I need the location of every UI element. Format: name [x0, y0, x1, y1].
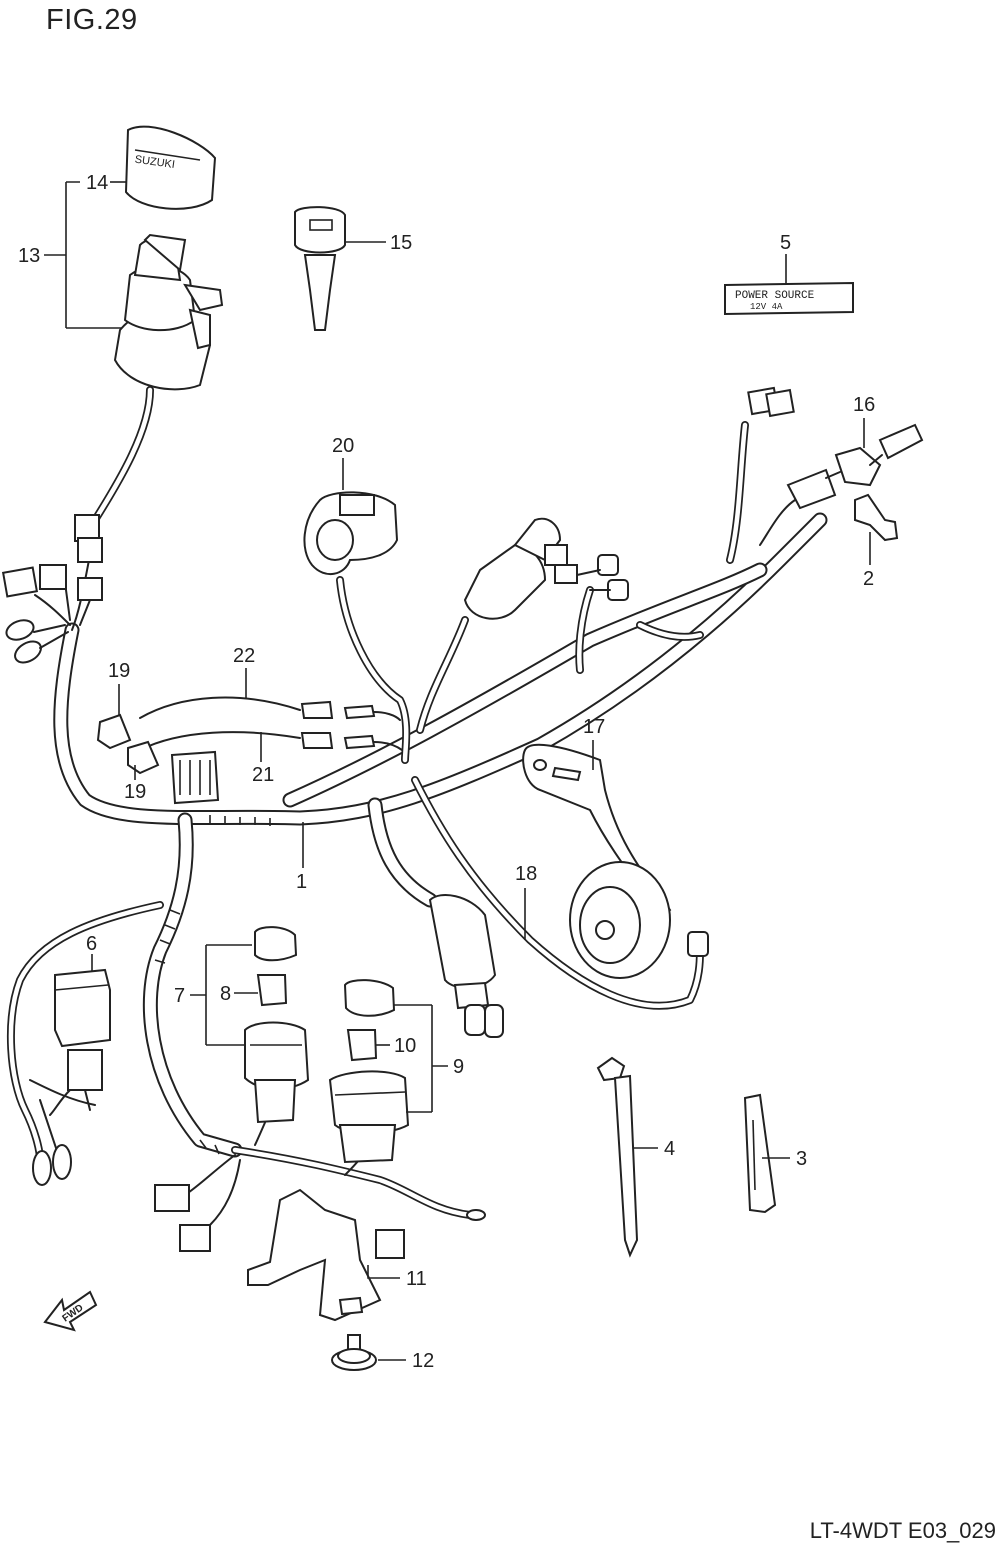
- part-3-clip: [743, 1093, 777, 1214]
- parts-21-22-leads: [139, 696, 403, 751]
- callout-12: 12: [412, 1350, 434, 1372]
- figure-code: LT-4WDT E03_029: [809, 1518, 996, 1543]
- part-16-fuse-holder: [747, 386, 924, 510]
- callout-19-top: 19: [108, 660, 130, 682]
- upper-branch-wires: [336, 421, 796, 764]
- part-9-fuse-box: [328, 979, 410, 1164]
- fwd-arrow-icon: FWD: [43, 1290, 98, 1332]
- main-wiring-harness: [53, 512, 828, 1158]
- callout-15: 15: [390, 232, 412, 254]
- ignition-wires: [71, 386, 154, 631]
- part-6-relay: [49, 968, 111, 1116]
- left-lower-wires: [6, 901, 164, 1186]
- left-connector-cluster: [1, 564, 103, 664]
- horn-wire-18: [411, 776, 709, 1010]
- part-11-bracket: [247, 1188, 382, 1322]
- callout-11: 11: [406, 1268, 427, 1290]
- callout-13: 13: [18, 245, 40, 267]
- callout-16: 16: [853, 394, 875, 416]
- callout-14: 14: [86, 172, 108, 194]
- label-5-line1: POWER SOURCE: [735, 290, 815, 302]
- callout-18: 18: [515, 863, 537, 885]
- ignition-coil-center: [463, 517, 629, 620]
- part-20-handlebar-switch: [303, 491, 399, 575]
- label-5-line2: 12V 4A: [750, 302, 783, 312]
- callout-21: 21: [252, 764, 274, 786]
- callout-5: 5: [780, 232, 791, 254]
- part-2-clamp: [854, 493, 899, 542]
- relay-near-horn: [428, 894, 504, 1038]
- callout-10: 10: [394, 1035, 416, 1057]
- harness-connector-block: [170, 750, 220, 805]
- svg-text:SUZUKI: SUZUKI: [134, 154, 176, 171]
- callout-6: 6: [86, 933, 97, 955]
- callouts: 1 2 3 4 5 6 7 8 9 10 11 12 13: [18, 172, 875, 1372]
- part-19-boots: [96, 713, 160, 775]
- part-14-cap: SUZUKI: [124, 125, 217, 210]
- callout-19-bottom: 19: [124, 781, 146, 803]
- callout-22: 22: [233, 645, 255, 667]
- callout-4: 4: [664, 1138, 675, 1160]
- part-5-power-source-label: POWER SOURCE 12V 4A: [724, 281, 854, 316]
- callout-17: 17: [583, 716, 605, 738]
- part-4-cable-tie: [596, 1056, 639, 1258]
- callout-7: 7: [174, 985, 185, 1007]
- callout-9: 9: [453, 1056, 464, 1078]
- part-15-key: [294, 206, 346, 331]
- bottom-branch-wires: [154, 1099, 486, 1259]
- callout-8: 8: [220, 983, 231, 1005]
- callout-3: 3: [796, 1148, 807, 1170]
- part-12-bolt: [331, 1334, 377, 1371]
- callout-2: 2: [863, 568, 874, 590]
- callout-1: 1: [296, 871, 307, 893]
- figure-title: FIG.29: [46, 4, 138, 36]
- part-13-ignition-switch: [113, 233, 224, 391]
- part-18-horn: [569, 861, 671, 979]
- part-7-fuse-box: [244, 926, 310, 1124]
- callout-20: 20: [332, 435, 354, 457]
